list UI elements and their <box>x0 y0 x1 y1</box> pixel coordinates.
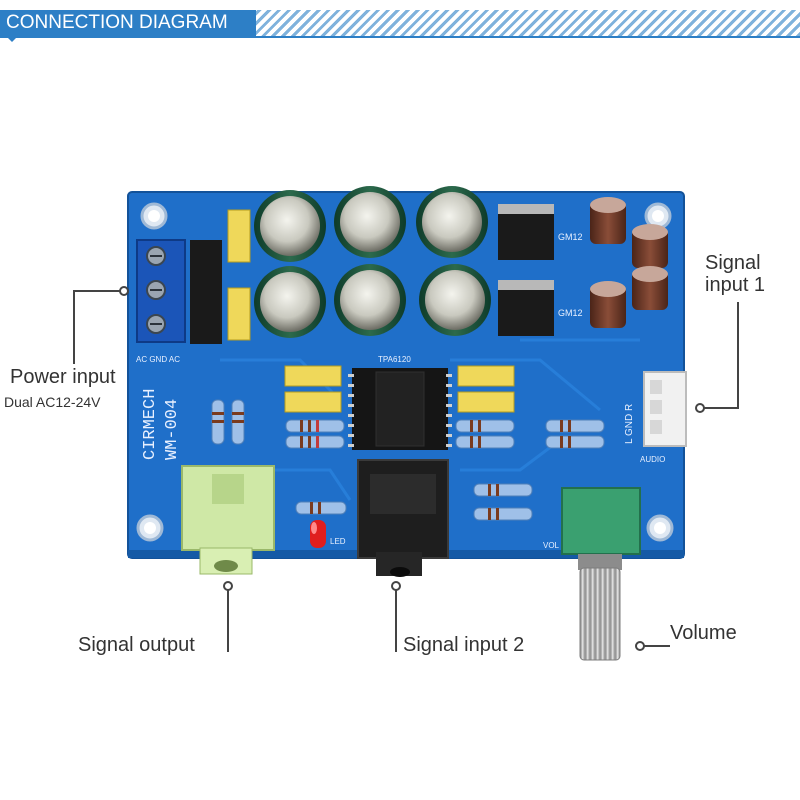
power-terminal <box>136 239 186 343</box>
label-signal-input-1-line2: input 1 <box>705 274 766 296</box>
electrolytic-capacitors <box>254 186 491 338</box>
header-title: CONNECTION DIAGRAM <box>0 10 256 36</box>
silk-gm12-top: GM12 <box>558 232 583 242</box>
small-capacitors <box>590 197 668 328</box>
led <box>310 520 326 548</box>
callout-dots <box>119 286 705 651</box>
film-capacitors <box>227 209 515 413</box>
silk-chip: TPA6120 <box>378 355 411 364</box>
mounting-holes <box>136 202 674 542</box>
silk-audio: AUDIO <box>640 455 665 464</box>
header-notch <box>6 36 18 42</box>
silk-led: LED <box>330 537 346 546</box>
voltage-regulators <box>498 204 554 336</box>
signal-input-2-jack <box>357 459 449 577</box>
signal-output-jack <box>181 465 275 575</box>
silk-brand-2: WM-004 <box>163 399 182 460</box>
callout-lines <box>73 290 739 652</box>
resistors <box>211 399 605 521</box>
silk-brand-1: CIRMECH <box>141 389 160 460</box>
label-volume: Volume <box>670 622 737 644</box>
label-power-input: Power input <box>10 366 116 388</box>
silk-vol: VOL <box>543 541 560 550</box>
volume-potentiometer <box>561 487 641 661</box>
label-power-input-sub: Dual AC12-24V <box>4 394 101 410</box>
signal-input-1-connector <box>643 371 687 447</box>
silk-gm12-bottom: GM12 <box>558 308 583 318</box>
rectifier-block <box>190 240 222 344</box>
silk-ac: AC GND AC <box>136 355 180 364</box>
label-signal-input-1-line1: Signal <box>705 252 761 274</box>
header-rule <box>0 36 800 38</box>
silk-l-gnd-r: L GND R <box>624 404 635 444</box>
label-signal-output: Signal output <box>78 634 195 656</box>
header-banner: CONNECTION DIAGRAM <box>0 0 800 42</box>
label-signal-input-2: Signal input 2 <box>403 634 525 656</box>
amplifier-ic <box>348 368 452 450</box>
